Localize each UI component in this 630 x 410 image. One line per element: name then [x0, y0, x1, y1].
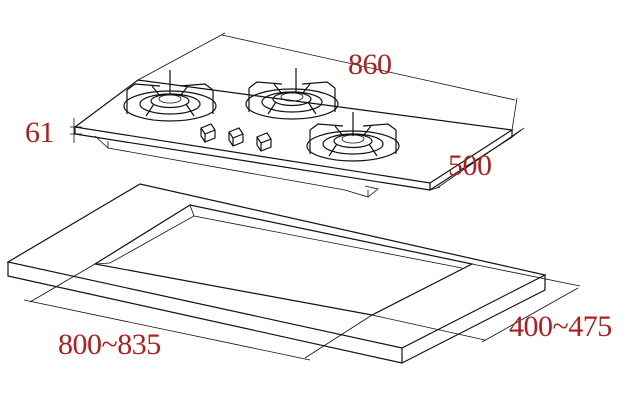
countertop-slab: [6, 183, 547, 364]
burner-left: [123, 70, 217, 122]
dimension-label-width: 860: [348, 48, 392, 81]
hob-panel: [73, 79, 514, 198]
dimension-line-cutout-depth: [371, 263, 581, 343]
burner-middle: [245, 68, 339, 120]
dimension-line-depth: [429, 127, 525, 191]
dimension-line-height: [70, 118, 82, 143]
dimension-label-height: 61: [25, 116, 55, 149]
dimension-label-cutout-depth: 400~475: [509, 310, 612, 343]
dimension-line-width: [137, 32, 518, 131]
dimension-line-cutout-width: [23, 263, 373, 361]
dimension-label-depth: 500: [448, 149, 492, 182]
dimension-label-cutout-width: 800~835: [58, 328, 161, 361]
control-knobs: [200, 123, 272, 152]
burner-right: [306, 112, 400, 162]
